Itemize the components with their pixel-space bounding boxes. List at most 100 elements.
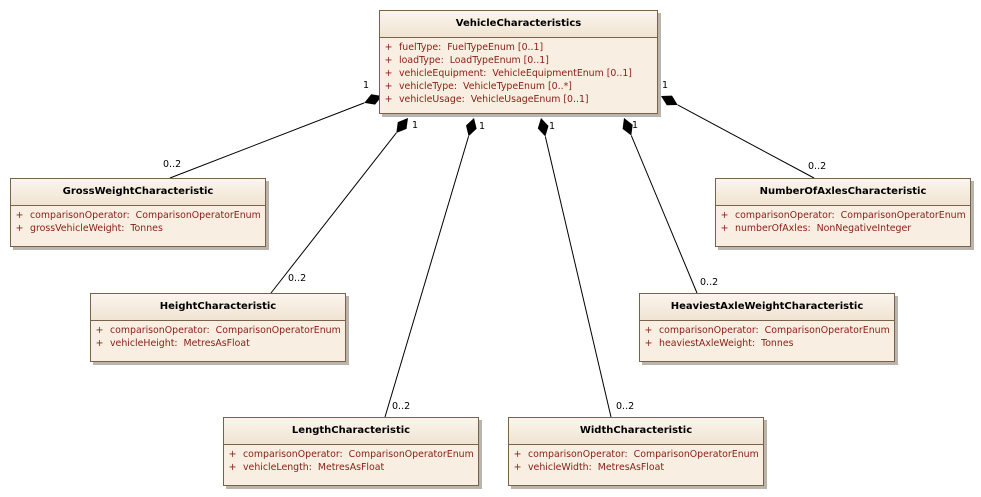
type-separator: : xyxy=(624,449,634,460)
type-separator: : xyxy=(308,462,318,473)
class-box-length-characteristic: LengthCharacteristic+comparisonOperator:… xyxy=(223,417,479,486)
attribute-row: +comparisonOperator: ComparisonOperatorE… xyxy=(716,209,970,222)
class-box-vehicle-characteristics: VehicleCharacteristics +fuelType: FuelTyp… xyxy=(379,10,658,114)
class-box-width-characteristic: WidthCharacteristic + comparisonOperator: … xyxy=(508,417,764,486)
type-separator: : xyxy=(453,81,464,92)
attribute-list: +comparisonOperator: ComparisonOperatorE… xyxy=(224,445,478,474)
attribute-type: NonNegativeInteger xyxy=(816,223,912,234)
target-multiplicity: 0..2 xyxy=(616,401,635,412)
source-multiplicity: 1 xyxy=(662,80,669,91)
visibility-marker: + xyxy=(384,94,393,105)
attribute-row: +comparisonOperator: ComparisonOperatorE… xyxy=(91,324,345,337)
attribute-row: +vehicleWidth: MetresAsFloat xyxy=(509,461,763,474)
visibility-marker: + xyxy=(15,223,24,234)
attribute-row: + vehicleEquipment: VehicleEquipmentEnum … xyxy=(380,67,657,80)
type-separator: : xyxy=(461,94,471,105)
type-separator: : xyxy=(483,68,493,79)
attribute-row: +comparisonOperator: ComparisonOperatorE… xyxy=(640,324,894,337)
type-separator: : xyxy=(339,449,349,460)
attribute-type: MetresAsFloat xyxy=(317,462,385,473)
composition-diamond-icon xyxy=(622,118,633,136)
type-separator: : xyxy=(206,325,216,336)
type-separator: : xyxy=(438,42,448,53)
attribute-row: + comparisonOperator: ComparisonOperatorE… xyxy=(509,448,763,461)
attribute-list: + comparisonOperator: ComparisonOperatorE… xyxy=(509,445,763,474)
visibility-marker: + xyxy=(384,81,393,92)
attribute-row: +vehicleHeight: MetresAsFloat xyxy=(91,337,345,350)
attribute-name: comparisonOperator xyxy=(659,325,756,336)
visibility-marker: + xyxy=(384,68,393,79)
attribute-list: +comparisonOperator: ComparisonOperatorE… xyxy=(91,321,345,350)
attribute-name: comparisonOperator xyxy=(110,325,207,336)
source-multiplicity: 1 xyxy=(363,80,370,91)
association-line-heaviest xyxy=(630,135,698,294)
visibility-marker: + xyxy=(384,42,393,53)
target-multiplicity: 0..2 xyxy=(700,277,719,288)
attribute-type: VehicleEquipmentEnum [0..1] xyxy=(492,68,632,79)
attribute-type: ComparisonOperatorEnum xyxy=(348,449,474,460)
association-line-width xyxy=(544,136,612,418)
attribute-name: numberOfAxles xyxy=(735,223,808,234)
type-separator: : xyxy=(174,338,184,349)
class-name: HeightCharacteristic xyxy=(91,294,345,321)
attribute-name: vehicleType xyxy=(399,81,454,92)
composition-diamond-icon xyxy=(537,118,549,137)
attribute-row: + vehicleUsage: VehicleUsageEnum [0..1] xyxy=(380,93,657,106)
attribute-name: comparisonOperator xyxy=(735,210,832,221)
class-name: HeaviestAxleWeightCharacteristic xyxy=(640,294,894,321)
attribute-row: +loadType: LoadTypeEnum [0..1] xyxy=(380,54,657,67)
composition-diamond-icon xyxy=(364,94,382,105)
class-name: WidthCharacteristic xyxy=(509,418,763,445)
attribute-type: ComparisonOperatorEnum xyxy=(633,449,759,460)
composition-diamond-icon xyxy=(466,118,477,137)
attribute-name: grossVehicleWeight xyxy=(30,223,122,234)
attribute-list: +comparisonOperator: ComparisonOperatorE… xyxy=(716,206,970,235)
attribute-list: +fuelType: FuelTypeEnum [0..1]+loadType:… xyxy=(380,38,657,106)
attribute-type: VehicleUsageEnum [0..1] xyxy=(470,94,589,105)
attribute-type: VehicleTypeEnum [0..*] xyxy=(463,81,572,92)
class-box-heaviest-axle-weight-characteristic: HeaviestAxleWeightCharacteristic + compari… xyxy=(639,293,895,362)
type-separator: : xyxy=(831,210,841,221)
visibility-marker: + xyxy=(513,462,522,473)
attribute-row: +fuelType: FuelTypeEnum [0..1] xyxy=(380,41,657,54)
target-multiplicity: 0..2 xyxy=(163,159,182,170)
class-box-height-characteristic: HeightCharacteristic+comparisonOperator:… xyxy=(90,293,346,362)
class-name: VehicleCharacteristics xyxy=(380,11,657,38)
association-line-axles xyxy=(677,104,815,179)
attribute-row: +heaviestAxleWeight: Tonnes xyxy=(640,337,894,350)
class-box-number-of-axles-characteristic: NumberOfAxlesCharacteristic+comparisonOp… xyxy=(715,178,971,247)
attribute-row: +vehicleLength: MetresAsFloat xyxy=(224,461,478,474)
target-multiplicity: 0..2 xyxy=(288,273,307,284)
class-box-gross-weight-characteristic: GrossWeightCharacteristic +comparisonOper… xyxy=(10,178,266,247)
source-multiplicity: 1 xyxy=(479,121,486,132)
type-separator: : xyxy=(588,462,598,473)
source-multiplicity: 1 xyxy=(632,120,639,131)
association-line-length xyxy=(384,136,470,418)
attribute-row: +comparisonOperator: ComparisonOperatorE… xyxy=(11,209,265,222)
attribute-name: vehicleWidth xyxy=(528,462,589,473)
attribute-name: vehicleEquipment xyxy=(399,68,484,79)
attribute-name: comparisonOperator xyxy=(528,449,625,460)
attribute-type: ComparisonOperatorEnum xyxy=(135,210,261,221)
type-separator: : xyxy=(755,325,765,336)
type-separator: : xyxy=(440,55,450,66)
visibility-marker: + xyxy=(513,449,522,460)
type-separator: : xyxy=(126,210,136,221)
composition-diamond-icon xyxy=(396,118,408,133)
visibility-marker: + xyxy=(644,338,653,349)
attribute-name: loadType xyxy=(399,55,441,66)
target-multiplicity: 0..2 xyxy=(808,161,827,172)
attribute-list: + comparisonOperator: ComparisonOperatorE… xyxy=(640,321,894,350)
class-name: LengthCharacteristic xyxy=(224,418,478,445)
visibility-marker: + xyxy=(720,223,729,234)
type-separator: : xyxy=(751,338,762,349)
composition-diamond-icon xyxy=(661,95,678,106)
attribute-type: ComparisonOperatorEnum xyxy=(764,325,890,336)
visibility-marker: + xyxy=(384,55,393,66)
class-name: GrossWeightCharacteristic xyxy=(11,179,265,206)
visibility-marker: + xyxy=(95,338,104,349)
attribute-name: heaviestAxleWeight xyxy=(659,338,752,349)
attribute-name: vehicleUsage xyxy=(399,94,462,105)
